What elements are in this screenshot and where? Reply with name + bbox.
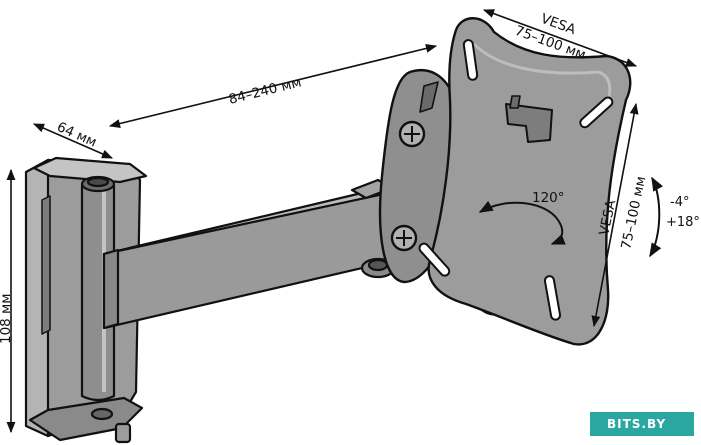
vesa-side-dimension-arrow: [591, 102, 639, 328]
mount-width-label: 64 мм: [54, 119, 99, 151]
mount-height-label: 108 мм: [0, 294, 14, 344]
tilt-arc-arrow: [649, 176, 664, 258]
watermark-text: BITS.BY: [607, 417, 666, 431]
vesa-side-title: VESA: [596, 198, 619, 237]
hinge-cylinder: [80, 175, 116, 402]
dimension-lines: [6, 9, 664, 434]
arm-extension-label: 84–240 мм: [227, 74, 303, 108]
swivel-angle-label: 120°: [532, 190, 565, 206]
width-dimension-arrow: [32, 123, 114, 159]
extension-arm: [102, 178, 396, 330]
vesa-side-value: 75–100 мм: [618, 175, 649, 251]
vesa-top-dimension-arrow: [482, 9, 638, 67]
swivel-arc-arrow: [478, 200, 566, 245]
wall-plate: [24, 156, 148, 444]
vesa-plate: [418, 17, 632, 346]
tilt-up-label: -4°: [670, 195, 689, 210]
extension-dimension-arrow: [108, 44, 438, 128]
watermark-badge: BITS.BY: [590, 412, 694, 436]
tilt-down-label: +18°: [666, 215, 700, 230]
